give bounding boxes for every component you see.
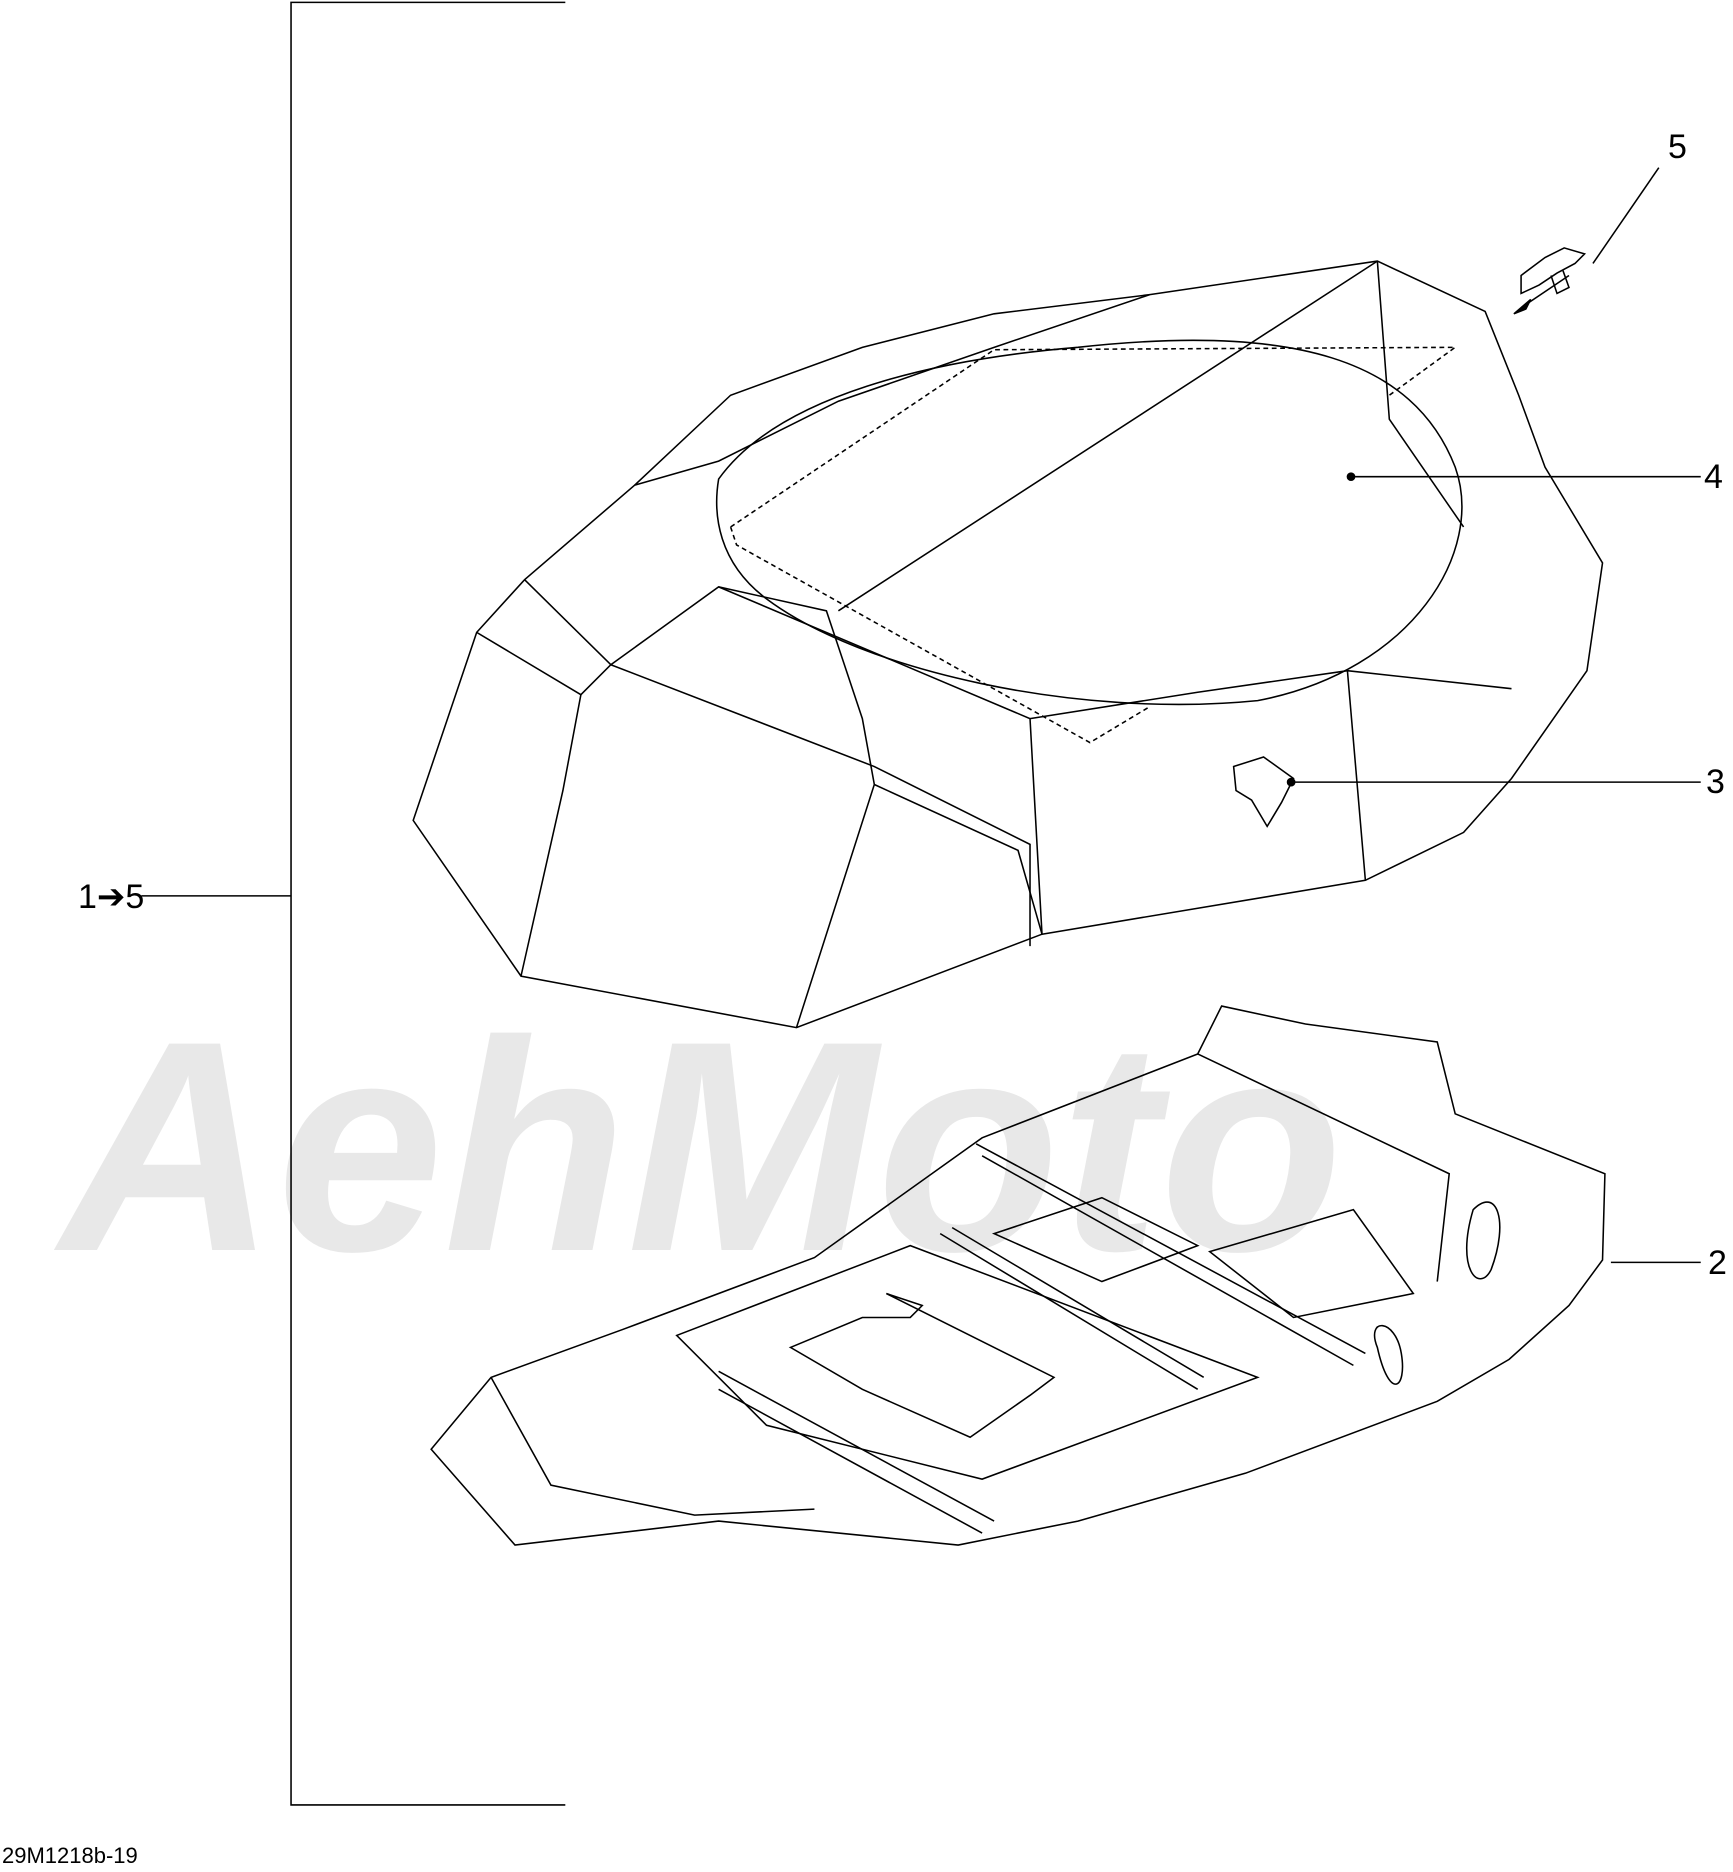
callout-4: 4 (1704, 458, 1723, 496)
callout-5: 5 (1668, 128, 1687, 166)
watermark: AehMoto (51, 978, 1343, 1314)
seat-cover (412, 260, 1604, 1029)
drawing-code: 29M1218b-19 (2, 1843, 138, 1868)
callout-3: 3 (1706, 763, 1725, 801)
callout-2: 2 (1708, 1244, 1727, 1282)
assembly-bracket (141, 1, 566, 1806)
seat-base (430, 1005, 1606, 1546)
clip-part (1513, 167, 1660, 315)
callout-range-1-to-5: 1➔5 (78, 878, 145, 916)
